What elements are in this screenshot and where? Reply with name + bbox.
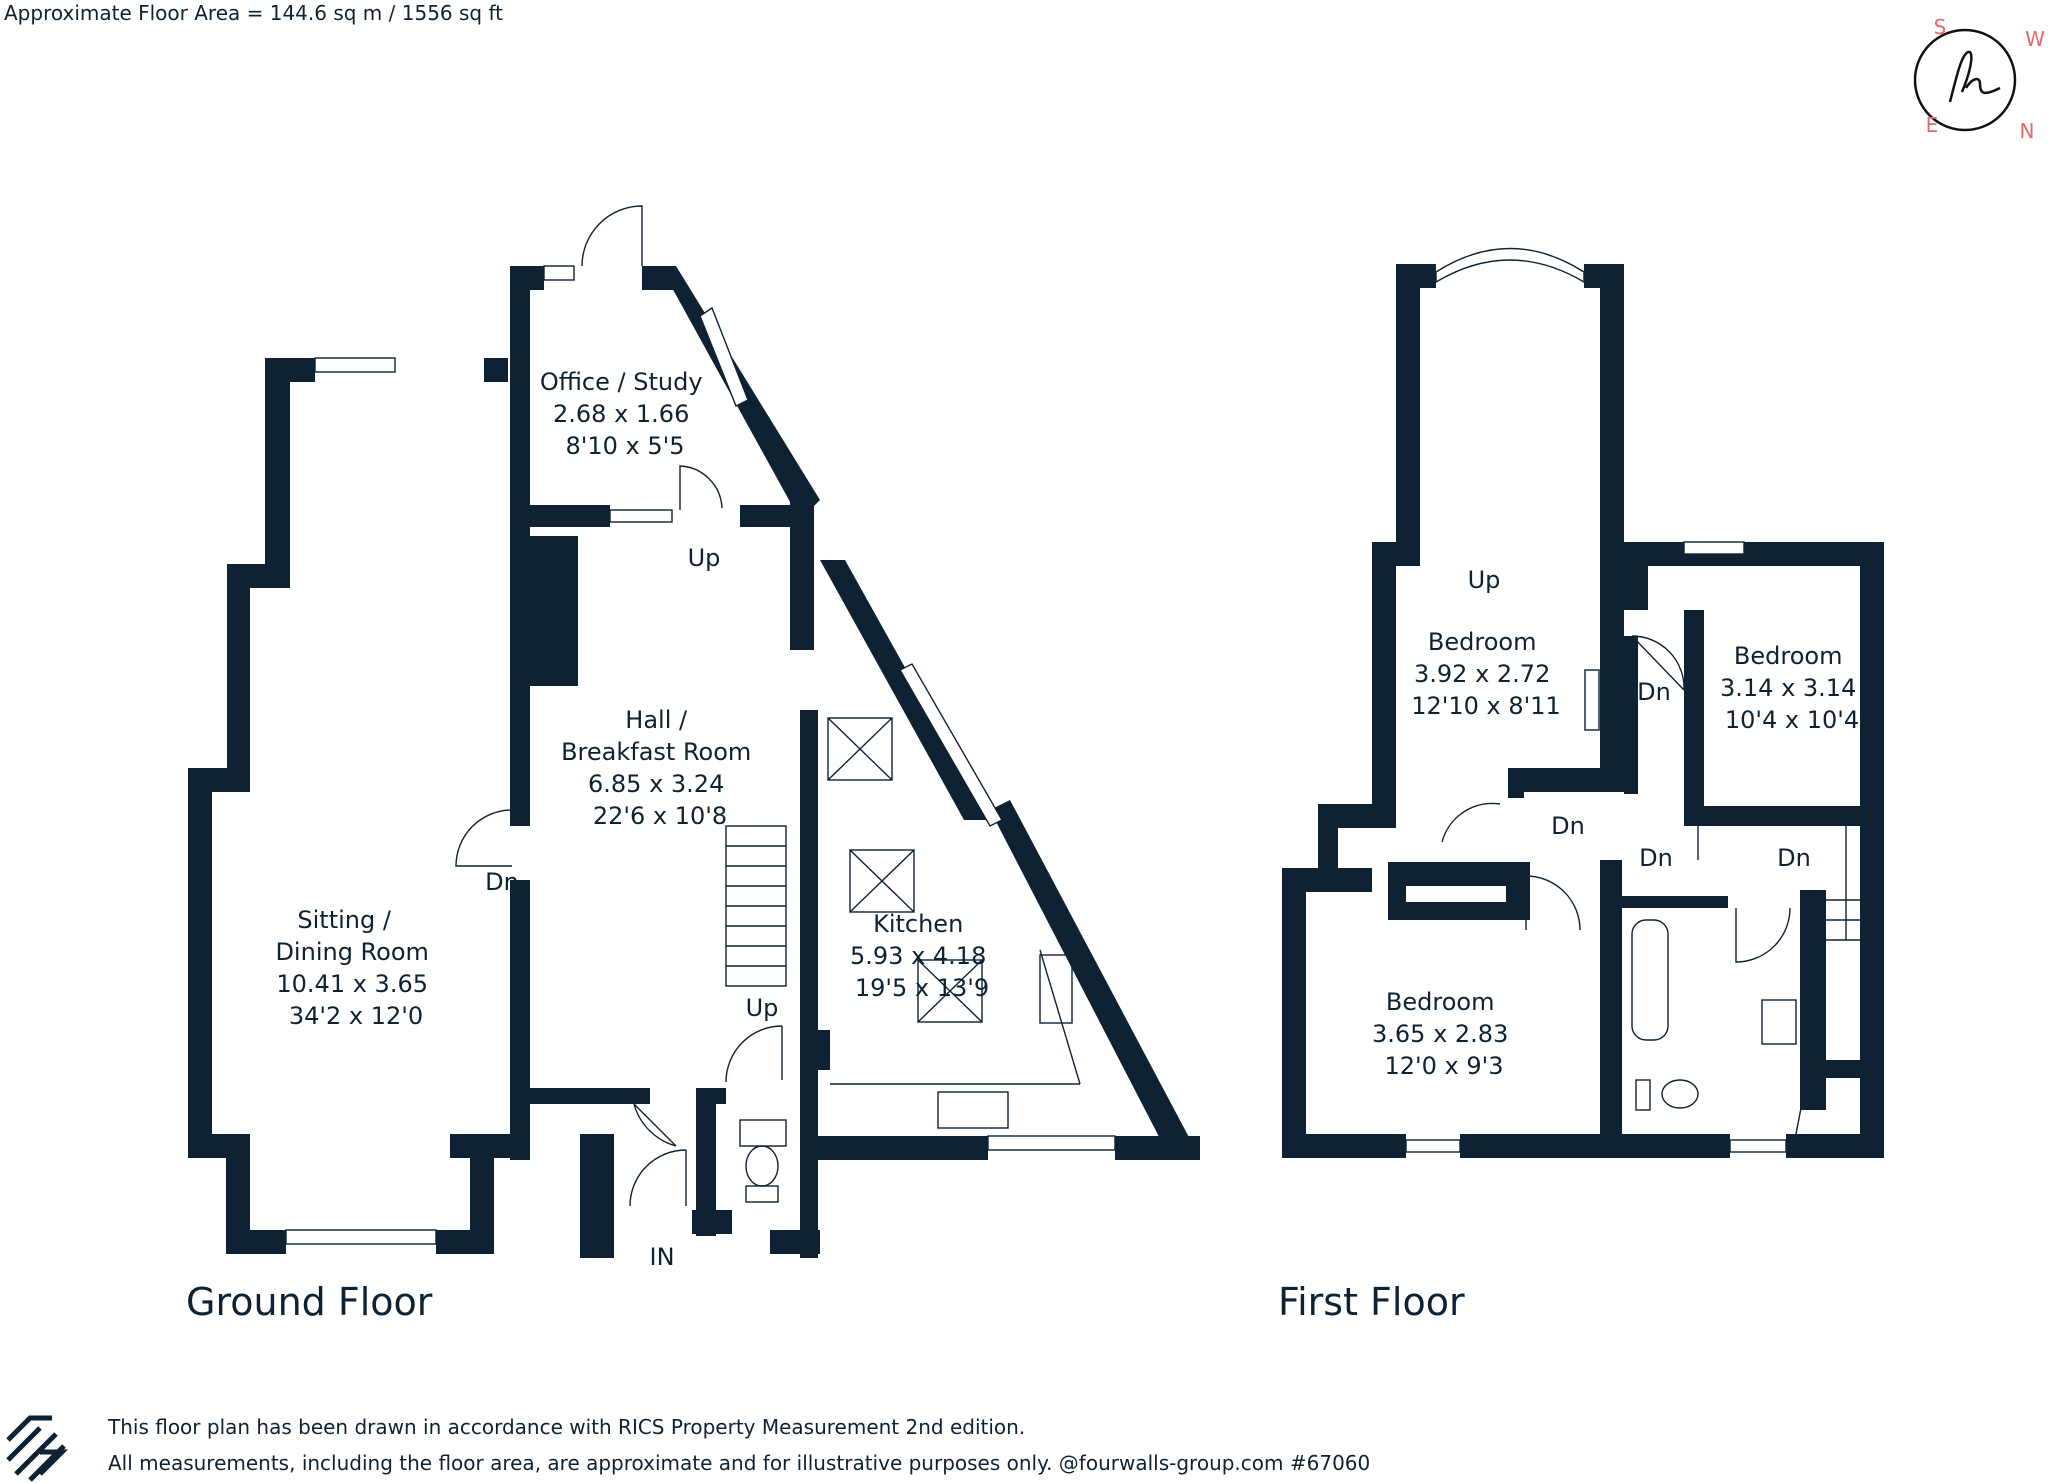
first-floor-plan: First Floor — [1278, 247, 1884, 1324]
in-label: IN — [649, 1243, 674, 1271]
ground-floor-plan: Ground Floor — [186, 205, 1200, 1324]
dn-label-first-2: Dn — [1551, 812, 1585, 840]
fourwalls-logo-icon — [6, 1415, 69, 1482]
floor-area-text: Approximate Floor Area = 144.6 sq m / 15… — [4, 1, 503, 25]
compass-n: N — [2020, 119, 2035, 143]
footer-note-2: All measurements, including the floor ar… — [108, 1451, 1370, 1475]
compass-e: E — [1926, 113, 1939, 137]
dn-label-first-1: Dn — [1637, 678, 1671, 706]
compass-logo: S W E N — [1913, 15, 2045, 143]
sitting-label: Sitting / Dining Room 10.41 x 3.65 34'2 … — [275, 906, 436, 1030]
up-label-stairs: Up — [746, 994, 779, 1022]
dn-label-first-4: Dn — [1777, 844, 1811, 872]
kitchen-label: Kitchen 5.93 x 4.18 19'5 x 13'9 — [850, 910, 994, 1002]
bedroom-3-label: Bedroom 3.65 x 2.83 12'0 x 9'3 — [1372, 988, 1516, 1080]
dn-label-ground: Dn — [485, 868, 519, 896]
up-label-hall: Up — [688, 544, 721, 572]
compass-w: W — [2025, 27, 2045, 51]
ground-floor-title: Ground Floor — [186, 1280, 433, 1324]
compass-s: S — [1934, 15, 1947, 39]
bedroom-2-label: Bedroom 3.14 x 3.14 10'4 x 10'4 — [1720, 642, 1864, 734]
hall-label: Hall / Breakfast Room 6.85 x 3.24 22'6 x… — [561, 706, 759, 830]
first-floor-title: First Floor — [1278, 1280, 1465, 1324]
bedroom-1-label: Bedroom 3.92 x 2.72 12'10 x 8'11 — [1411, 628, 1561, 720]
office-label: Office / Study 2.68 x 1.66 8'10 x 5'5 — [540, 368, 710, 460]
footer-note-1: This floor plan has been drawn in accord… — [107, 1415, 1025, 1439]
up-label-first: Up — [1468, 566, 1501, 594]
dn-label-first-3: Dn — [1639, 844, 1673, 872]
